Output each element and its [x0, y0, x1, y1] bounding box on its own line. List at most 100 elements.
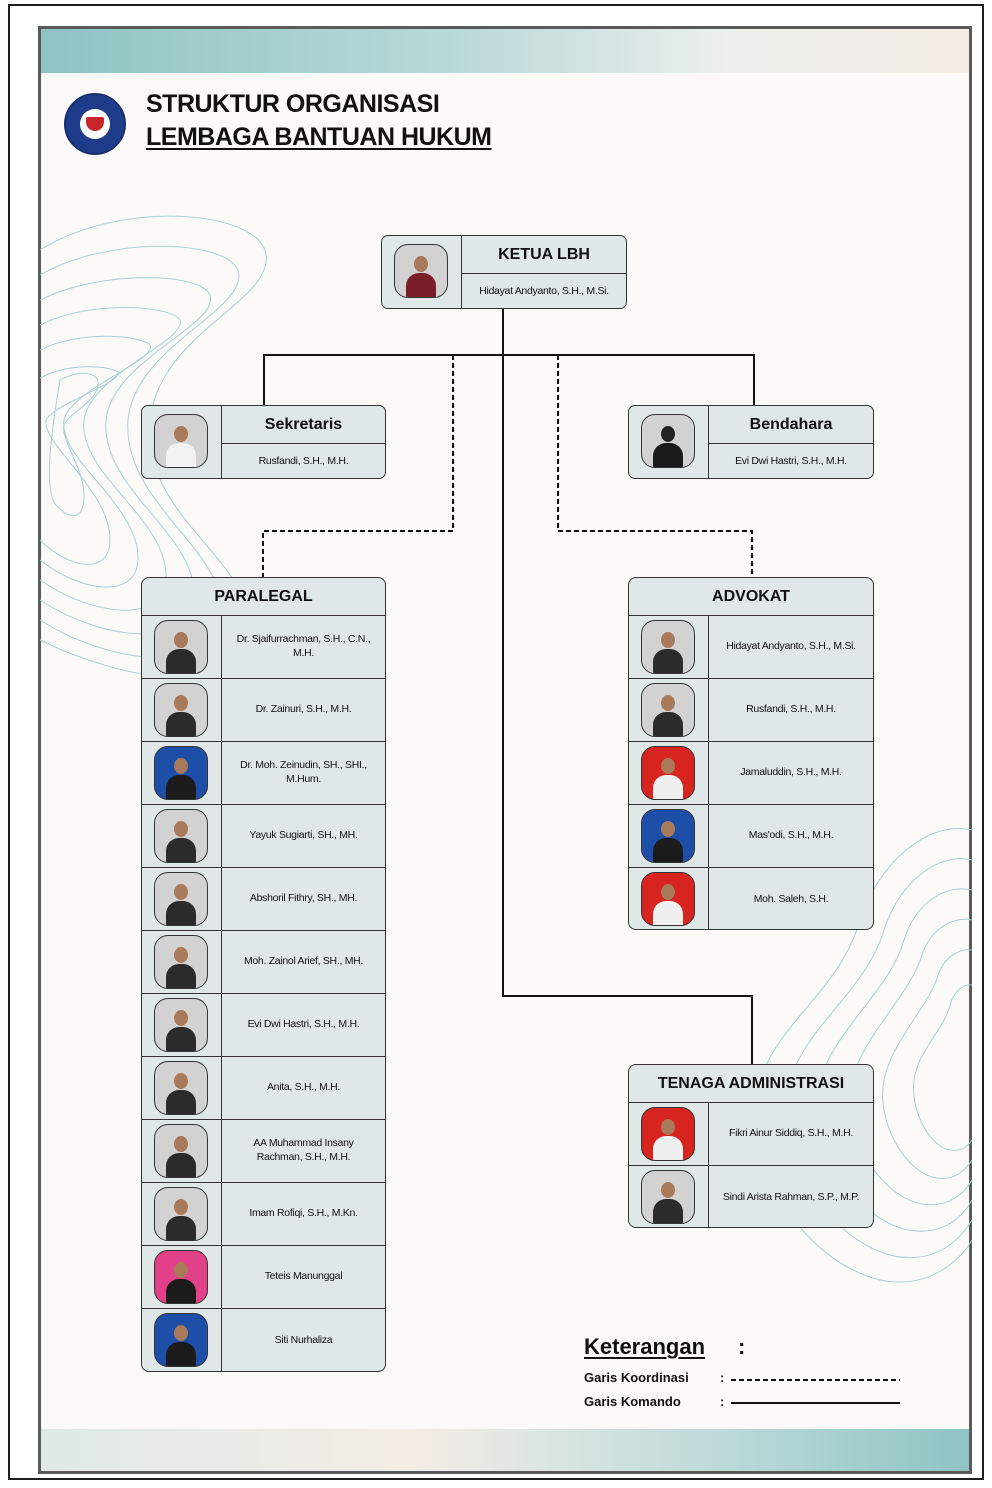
paralegal-member-photo-body: [166, 1342, 196, 1366]
paralegal-member-row: Abshoril Fithry, SH., MH.: [142, 868, 385, 931]
admin-member-photo-head: [661, 1119, 675, 1135]
advokat-member-name: Jamaluddin, S.H., M.H.: [740, 766, 842, 779]
admin-member-photo-cell: [629, 1166, 709, 1227]
paralegal-member-name: Dr. Moh. Zeinudin, SH., SHI., M.Hum.: [240, 759, 367, 785]
bendahara-card: Bendahara Evi Dwi Hastri, S.H., M.H.: [628, 405, 874, 479]
admin-member-row: Fikri Ainur Siddiq, S.H., M.H.: [629, 1103, 873, 1166]
ketua-photo: [394, 244, 448, 298]
advokat-member-name: Hidayat Andyanto, S.H., M.Si.: [726, 640, 856, 653]
paralegal-member-photo-body: [166, 1153, 196, 1177]
advokat-member-name: Moh. Saleh, S.H.: [753, 892, 829, 905]
coordination-line-advokat: [557, 355, 753, 578]
paralegal-member-photo-cell: [142, 1246, 222, 1308]
command-line-ketua-trunk: [502, 309, 753, 1066]
paralegal-member-photo-body: [166, 649, 196, 673]
paralegal-member-photo-body: [166, 901, 196, 925]
paralegal-member-row: Teteis Manunggal: [142, 1246, 385, 1309]
advokat-title: ADVOKAT: [629, 578, 873, 616]
legend-command-sep: :: [720, 1394, 725, 1409]
advokat-member-photo-body: [653, 649, 683, 673]
sekretaris-role: Sekretaris: [222, 406, 385, 444]
page-title-line1: STRUKTUR ORGANISASI: [146, 90, 440, 118]
paralegal-member-photo: [154, 809, 208, 863]
bendahara-photo-head: [661, 426, 675, 442]
legend-command-label: Garis Komando: [584, 1394, 681, 1409]
paralegal-member-photo-cell: [142, 994, 222, 1056]
advokat-member-photo: [641, 809, 695, 863]
sekretaris-photo-body: [166, 443, 196, 467]
admin-member-name: Fikri Ainur Siddiq, S.H., M.H.: [728, 1127, 854, 1140]
sekretaris-photo: [154, 414, 208, 468]
paralegal-member-name: Teteis Manunggal: [264, 1270, 343, 1283]
advokat-member-row: Jamaluddin, S.H., M.H.: [629, 742, 873, 805]
paralegal-member-photo-body: [166, 1216, 196, 1240]
paralegal-member-name: Dr. Sjaifurrachman, S.H., C.N., M.H.: [236, 633, 371, 659]
advokat-member-photo-head: [661, 758, 675, 774]
paralegal-member-name: Imam Rofiqi, S.H., M.Kn.: [249, 1207, 358, 1220]
paralegal-member-name: Dr. Zainuri, S.H., M.H.: [255, 703, 352, 716]
bottom-gradient-band: [41, 1429, 969, 1471]
admin-member-photo-cell: [629, 1103, 709, 1165]
legend-title-colon: :: [738, 1334, 746, 1359]
advokat-member-photo-head: [661, 821, 675, 837]
ketua-role: KETUA LBH: [462, 236, 626, 274]
paralegal-member-name: Abshoril Fithry, SH., MH.: [249, 892, 358, 905]
paralegal-member-photo: [154, 872, 208, 926]
advokat-member-photo-cell: [629, 805, 709, 867]
paralegal-member-photo: [154, 1187, 208, 1241]
admin-member-photo-body: [653, 1136, 683, 1160]
admin-title: TENAGA ADMINISTRASI: [629, 1065, 873, 1103]
paralegal-member-row: Imam Rofiqi, S.H., M.Kn.: [142, 1183, 385, 1246]
paralegal-member-row: Yayuk Sugiarti, SH., MH.: [142, 805, 385, 868]
paralegal-member-photo-cell: [142, 805, 222, 867]
paralegal-member-row: Dr. Moh. Zeinudin, SH., SHI., M.Hum.: [142, 742, 385, 805]
paralegal-member-photo-body: [166, 1090, 196, 1114]
paralegal-member-photo-body: [166, 1279, 196, 1303]
ketua-photo-head: [414, 256, 428, 272]
paralegal-member-photo-body: [166, 838, 196, 862]
bendahara-role: Bendahara: [709, 406, 873, 444]
advokat-member-photo-cell: [629, 616, 709, 678]
paralegal-member-photo-head: [174, 1199, 188, 1215]
page-title-line2: LEMBAGA BANTUAN HUKUM: [146, 123, 492, 151]
paralegal-member-photo-head: [174, 947, 188, 963]
admin-member-photo-head: [661, 1182, 675, 1198]
paralegal-member-photo: [154, 1313, 208, 1367]
paralegal-member-name: AA Muhammad Insany Rachman, S.H., M.H.: [253, 1137, 354, 1163]
advokat-member-row: Moh. Saleh, S.H.: [629, 868, 873, 929]
paralegal-member-photo-body: [166, 712, 196, 736]
ketua-card: KETUA LBH Hidayat Andyanto, S.H., M.Si.: [381, 235, 627, 309]
paralegal-member-photo: [154, 1061, 208, 1115]
sekretaris-photo-head: [174, 426, 188, 442]
advokat-member-photo: [641, 872, 695, 926]
paralegal-title: PARALEGAL: [142, 578, 385, 616]
paralegal-member-photo-head: [174, 1136, 188, 1152]
paralegal-member-row: Anita, S.H., M.H.: [142, 1057, 385, 1120]
legend-coordination-sep: :: [720, 1370, 725, 1385]
advokat-member-photo: [641, 620, 695, 674]
admin-member-name: Sindi Arista Rahman, S.P., M.P.: [722, 1190, 860, 1203]
paralegal-member-photo-cell: [142, 868, 222, 930]
advokat-member-photo-body: [653, 712, 683, 736]
paralegal-member-photo-body: [166, 775, 196, 799]
advokat-member-photo-cell: [629, 742, 709, 804]
advokat-member-photo-cell: [629, 868, 709, 929]
paralegal-member-photo-head: [174, 1073, 188, 1089]
advokat-member-name: Mas'odi, S.H., M.H.: [748, 829, 834, 842]
coordination-line-paralegal: [262, 355, 454, 578]
outer-frame: [8, 4, 984, 1480]
paralegal-member-photo-head: [174, 758, 188, 774]
paralegal-member-photo: [154, 1124, 208, 1178]
paralegal-member-photo-cell: [142, 931, 222, 993]
sekretaris-name: Rusfandi, S.H., M.H.: [258, 455, 349, 467]
paralegal-member-name: Anita, S.H., M.H.: [266, 1081, 341, 1094]
sekretaris-card: Sekretaris Rusfandi, S.H., M.H.: [141, 405, 386, 479]
ketua-photo-body: [406, 273, 436, 297]
paralegal-member-photo-cell: [142, 1309, 222, 1371]
paralegal-member-photo-cell: [142, 1057, 222, 1119]
paralegal-member-row: Dr. Zainuri, S.H., M.H.: [142, 679, 385, 742]
paralegal-member-photo-body: [166, 1027, 196, 1051]
paralegal-card: PARALEGAL Dr. Sjaifurrachman, S.H., C.N.…: [141, 577, 386, 1372]
